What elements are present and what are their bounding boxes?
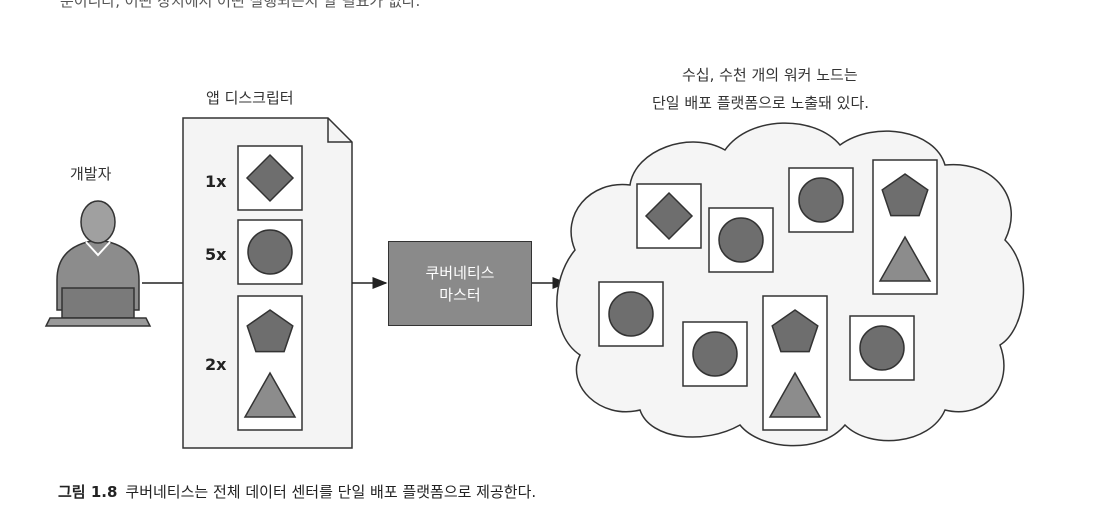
- descriptor-box-5x: [237, 219, 303, 285]
- developer-icon: [44, 200, 152, 327]
- descriptor-box-1x: [237, 145, 303, 211]
- circle-shape: [718, 217, 764, 263]
- cluster-nodes: [598, 159, 938, 431]
- descriptor-items: [237, 145, 303, 431]
- kubernetes-master-box: 쿠버네티스 마스터: [388, 241, 532, 326]
- diamond-shape: [644, 191, 694, 241]
- workers-label-line1: 수십, 수천 개의 워커 노드는: [682, 66, 858, 84]
- developer-label: 개발자: [70, 165, 112, 183]
- pentagon-shape: [771, 309, 819, 353]
- worker-node-5: [598, 281, 664, 347]
- worker-node-3: [788, 167, 854, 233]
- multiplier-2x: 2x: [205, 355, 227, 374]
- figure-caption: 그림 1.8 쿠버네티스는 전체 데이터 센터를 단일 배포 플랫폼으로 제공한다…: [58, 481, 536, 502]
- diamond-shape: [245, 153, 295, 203]
- pentagon-shape: [881, 173, 929, 217]
- app-descriptor-label: 앱 디스크립터: [206, 89, 294, 107]
- multiplier-5x: 5x: [205, 245, 227, 264]
- master-label-line2: 마스터: [439, 285, 481, 304]
- worker-node-4: [872, 159, 938, 295]
- descriptor-box-2x: [237, 295, 303, 431]
- worker-node-2: [708, 207, 774, 273]
- multiplier-1x: 1x: [205, 172, 227, 191]
- worker-node-7: [762, 295, 828, 431]
- circle-shape: [692, 331, 738, 377]
- triangle-shape: [878, 235, 932, 282]
- triangle-shape: [768, 371, 822, 418]
- workers-label-line2: 단일 배포 플랫폼으로 노출돼 있다.: [652, 94, 870, 112]
- circle-shape: [247, 229, 293, 275]
- circle-shape: [798, 177, 844, 223]
- worker-node-6: [682, 321, 748, 387]
- caption-number: 그림 1.8: [58, 483, 118, 501]
- caption-text: 쿠버네티스는 전체 데이터 센터를 단일 배포 플랫폼으로 제공한다.: [125, 483, 537, 501]
- triangle-shape: [243, 371, 297, 418]
- worker-node-1: [636, 183, 702, 249]
- circle-shape: [859, 325, 905, 371]
- circle-shape: [608, 291, 654, 337]
- header-text-fragment: 뿐이니라, 어떤 장치에서 어떤 실행되는지 알 필요가 없다.: [60, 0, 421, 10]
- worker-node-8: [849, 315, 915, 381]
- master-label-line1: 쿠버네티스: [425, 263, 495, 282]
- pentagon-shape: [246, 309, 294, 353]
